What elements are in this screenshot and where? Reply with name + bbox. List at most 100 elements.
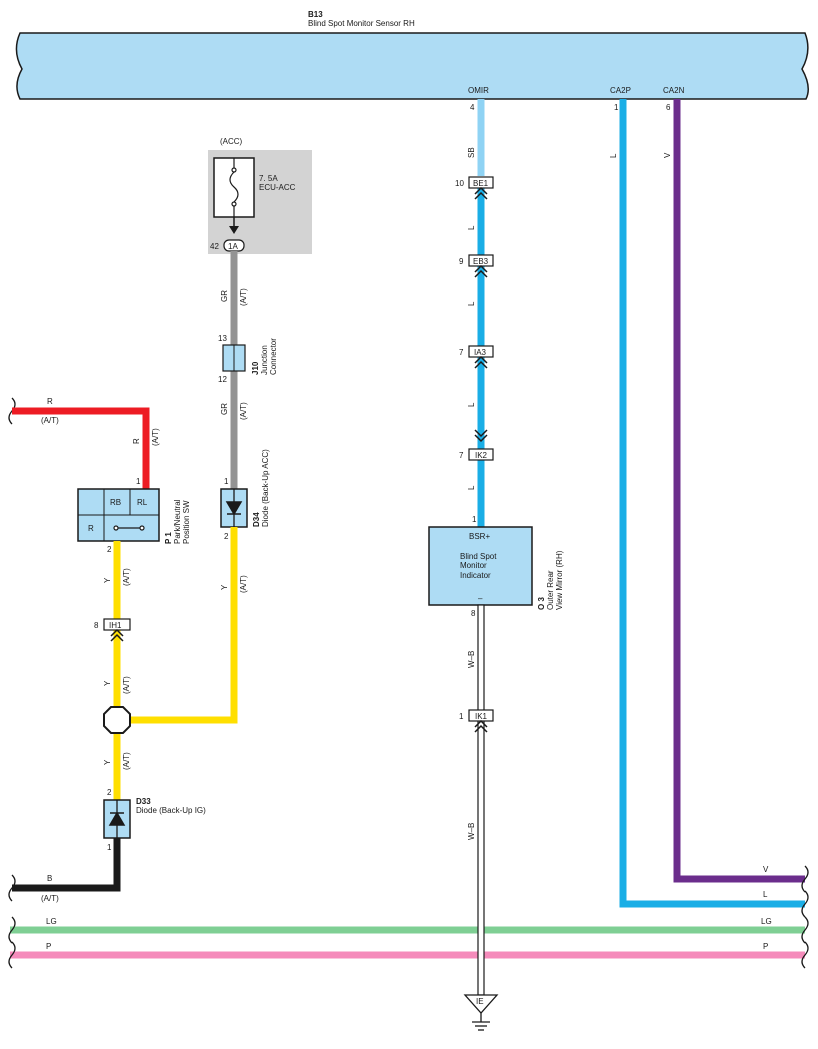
wire-wb — [477, 604, 485, 996]
pin-name-ca2p: CA2P — [610, 86, 631, 95]
splice-point — [103, 706, 131, 734]
switch-contact-icon — [113, 525, 145, 531]
wire-label-at-r-vert: (A/T) — [151, 428, 160, 446]
indicator-pin-top: 1 — [472, 515, 477, 524]
wire-label-at-r-top: (A/T) — [41, 416, 59, 425]
switch-terminal-rb: RB — [110, 498, 121, 507]
switch-code: P 1 — [164, 532, 173, 544]
connector-ik1-code: IK1 — [475, 712, 488, 721]
junction-pin-bottom: 12 — [218, 375, 227, 384]
wire-label-l-right: L — [763, 890, 768, 899]
sensor-name: Blind Spot Monitor Sensor RH — [308, 19, 415, 28]
diode-acc-code: D34 — [252, 512, 261, 527]
junction-name-2: Connector — [269, 338, 278, 375]
connector-be1-code: BE1 — [473, 179, 489, 188]
indicator-name-2: View Mirror (RH) — [555, 550, 564, 610]
fuse-supply: (ACC) — [220, 137, 243, 146]
switch-pin-bottom: 2 — [107, 545, 112, 554]
wire-label-at-gr-2: (A/T) — [239, 402, 248, 420]
wire-label-at-b: (A/T) — [41, 894, 59, 903]
switch-name-2: Position SW — [182, 500, 191, 544]
switch-terminal-rl: RL — [137, 498, 148, 507]
connector-eb3-pin: 9 — [459, 257, 464, 266]
wire-label-lg-left: LG — [46, 917, 57, 926]
wire-label-at-y-3: (A/T) — [122, 752, 131, 770]
fuse-pin: 42 — [210, 242, 219, 251]
left-break-marks — [8, 397, 16, 969]
connector-ih1-pin: 8 — [94, 621, 99, 630]
switch-pin-top: 1 — [136, 477, 141, 486]
switch-name-1: Park/Neutral — [173, 499, 182, 544]
indicator-text-1: Blind Spot — [460, 552, 497, 561]
wire-y-acc — [130, 527, 238, 724]
wire-label-gr-1: GR — [220, 290, 229, 302]
fuse-name: ECU-ACC — [259, 183, 296, 192]
wire-label-r-vert: R — [132, 438, 141, 444]
switch-terminal-r: R — [88, 524, 94, 533]
junction-name-1: Junction — [260, 345, 269, 375]
diode-ig-pin-bottom: 1 — [107, 843, 112, 852]
connector-ik1-pin: 1 — [459, 712, 464, 721]
pin-num-ca2p: 1 — [614, 103, 619, 112]
wire-label-lg-right: LG — [761, 917, 772, 926]
wire-label-wb-1: W–B — [467, 651, 476, 668]
diode-ig-code: D33 — [136, 797, 151, 806]
wire-label-at-y-acc: (A/T) — [239, 575, 248, 593]
fuse-arrow-icon — [229, 226, 239, 234]
sensor-body — [15, 32, 809, 100]
sensor-code: B13 — [308, 10, 323, 19]
connector-be1-pin: 10 — [455, 179, 464, 188]
wire-label-l-4: L — [467, 485, 476, 490]
indicator-terminal-top: BSR+ — [469, 532, 490, 541]
wire-label-v-ca2n: V — [663, 152, 672, 158]
diode-ig-pin-top: 2 — [107, 788, 112, 797]
wire-label-l-2: L — [467, 301, 476, 306]
fuse-rating: 7. 5A — [259, 174, 278, 183]
connector-ia3-code: IA3 — [474, 348, 487, 357]
wire-label-v-right: V — [763, 865, 769, 874]
indicator-terminal-bottom: – — [478, 594, 483, 603]
connector-eb3-code: EB3 — [473, 257, 489, 266]
wire-label-l-ca2p: L — [609, 153, 618, 158]
connector-eb3: EB3 9 — [459, 254, 494, 278]
connector-ik2-pin: 7 — [459, 451, 464, 460]
wire-r — [12, 407, 150, 489]
pin-num-ca2n: 6 — [666, 103, 671, 112]
indicator-text-3: Indicator — [460, 571, 491, 580]
wire-label-y-2: Y — [103, 680, 112, 686]
fuse-icon — [229, 158, 239, 217]
wire-label-gr-2: GR — [220, 403, 229, 415]
connector-ik1: IK1 1 — [459, 709, 494, 733]
connector-ik2: IK2 7 — [459, 429, 494, 461]
wire-label-b: B — [47, 874, 52, 883]
wire-label-sb: SB — [467, 147, 476, 158]
wire-label-wb-2: W–B — [467, 823, 476, 840]
fuse-connector-code: 1A — [228, 242, 238, 251]
pin-num-omir: 4 — [470, 103, 475, 112]
connector-ih1-code: IH1 — [109, 621, 122, 630]
connector-ih1: IH1 8 — [94, 618, 131, 642]
wire-label-p-right: P — [763, 942, 768, 951]
indicator-pin-bottom: 8 — [471, 609, 476, 618]
wire-label-y-1: Y — [103, 577, 112, 583]
pin-name-ca2n: CA2N — [663, 86, 685, 95]
wire-ca2p — [619, 99, 805, 908]
indicator-code: O 3 — [537, 597, 546, 610]
connector-ik2-code: IK2 — [475, 451, 488, 460]
indicator-body — [428, 526, 533, 606]
diode-acc-pin-bottom: 2 — [224, 532, 229, 541]
pin-name-omir: OMIR — [468, 86, 489, 95]
junction-pin-top: 13 — [218, 334, 227, 343]
wire-label-l-3: L — [467, 402, 476, 407]
connector-ia3: IA3 7 — [459, 345, 494, 369]
indicator-text-2: Monitor — [460, 561, 487, 570]
wire-label-at-gr-1: (A/T) — [239, 288, 248, 306]
connector-be1: BE1 10 — [455, 176, 494, 200]
wire-label-l-1: L — [467, 225, 476, 230]
right-break-marks — [801, 865, 809, 969]
wire-label-y-acc: Y — [220, 584, 229, 590]
wire-ca2n — [673, 99, 805, 883]
wire-label-at-y-1: (A/T) — [122, 568, 131, 586]
wire-label-y-3: Y — [103, 759, 112, 765]
